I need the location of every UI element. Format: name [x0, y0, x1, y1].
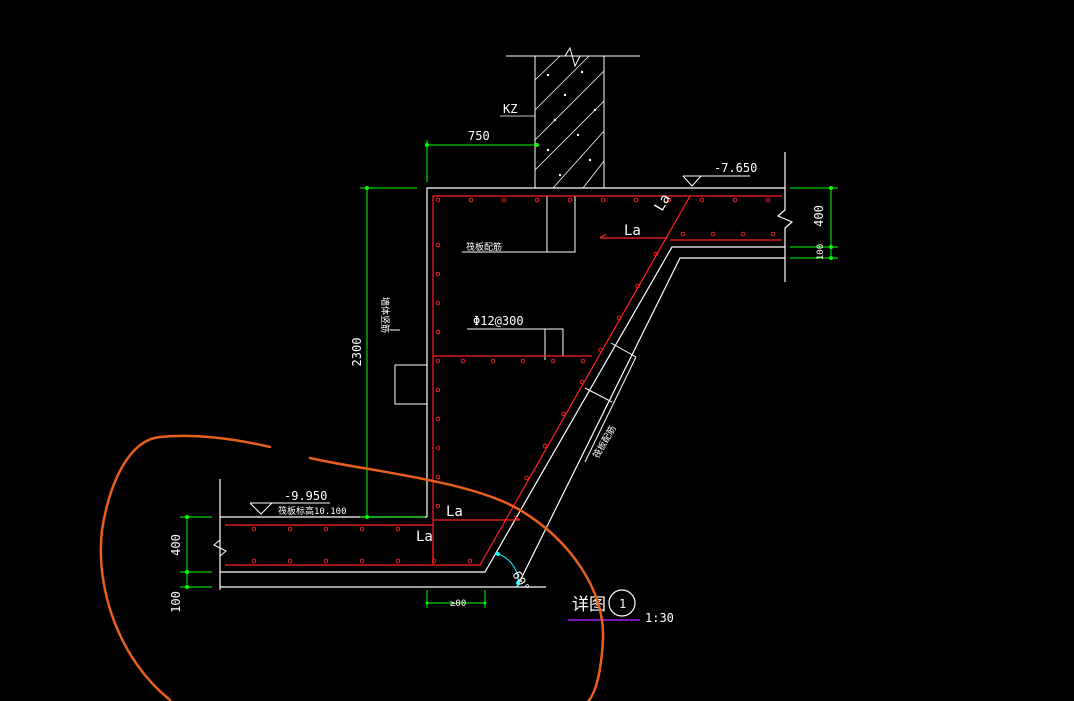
rebar-section-dot: [501, 197, 507, 203]
rebar-section-dot: [561, 411, 566, 417]
rebar-section-dot: [534, 197, 540, 203]
la-label-top: La: [624, 223, 641, 239]
rebar-section-dot: [359, 558, 365, 564]
rebar-section-dot: [435, 387, 441, 393]
hand-drawn-highlight-circle: [99, 434, 605, 701]
rebar-section-dot: [542, 443, 548, 449]
rebar-section-dot: [323, 558, 329, 564]
detail-callout[interactable]: 详图 1 1:30: [568, 589, 674, 625]
detail-circle-icon: [608, 589, 636, 617]
small-dim-label: ≥00: [450, 599, 466, 609]
rebar-section-dot: [699, 197, 705, 203]
raft-elevation-note: 筏板标高10.100: [278, 505, 347, 517]
rebar-section-dot: [435, 242, 441, 248]
rebar-section-dot: [579, 379, 585, 385]
rebar-section-dot: [550, 358, 556, 364]
rebar-spec-label: Φ12@300: [473, 314, 524, 328]
dim-750-label: 750: [468, 129, 490, 143]
rebar-section-dot: [251, 558, 257, 564]
rebar-section-dot: [251, 526, 257, 532]
rebar-section-dot: [490, 358, 496, 364]
rebar-section-dot: [323, 526, 329, 532]
rebar-lines: [225, 195, 782, 566]
raft-rebar-label: 筏板配筋: [466, 241, 502, 253]
rebar-section-dot: [524, 475, 529, 481]
column-label: KZ: [503, 102, 517, 116]
rebar-section-dot: [710, 231, 716, 237]
dim-100-right-label: 100: [816, 244, 826, 260]
rebar-section-dot: [435, 445, 441, 451]
rebar-section-dot: [287, 526, 293, 532]
rebar-section-dot: [616, 315, 622, 321]
elevation-top-label: -7.650: [714, 161, 757, 175]
rebar-section-dot: [653, 251, 659, 257]
rebar-section-dot: [580, 358, 586, 364]
rebar-section-dot: [633, 197, 639, 203]
angle-label: 60°: [509, 569, 532, 595]
rebar-section-dot: [740, 231, 746, 237]
rebar-section-dot: [435, 271, 441, 277]
dimensions: [180, 140, 838, 608]
rebar-section-dot: [600, 197, 606, 203]
rebar-section-dot: [680, 231, 686, 237]
scale-label: 1:30: [645, 611, 674, 625]
dim-400-right-label: 400: [812, 205, 826, 227]
rebar-section-dot: [598, 347, 603, 353]
la-label-bottom-right: La: [446, 504, 463, 520]
rebar-section-dot: [460, 358, 466, 364]
dim-ticks: [185, 143, 833, 605]
column-kz: [506, 46, 640, 189]
rebar-section-dot: [770, 231, 776, 237]
rebar-dots: [251, 197, 776, 564]
rebar-section-dot: [435, 503, 441, 509]
la-label-bottom: La: [416, 529, 433, 545]
detail-number: 1: [619, 597, 626, 611]
rebar-section-dot: [635, 283, 640, 289]
rebar-section-dot: [468, 197, 474, 203]
rebar-section-dot: [435, 300, 441, 306]
dim-400-left-label: 400: [169, 534, 183, 556]
rebar-section-dot: [287, 558, 293, 564]
rebar-section-dot: [567, 197, 573, 203]
rebar-section-dot: [435, 197, 441, 203]
rebar-section-dot: [435, 474, 441, 480]
dim-2300-label: 2300: [350, 338, 364, 367]
rebar-section-dot: [467, 558, 473, 564]
dim-100-left-label: 100: [169, 591, 183, 613]
la-label-slant: La: [652, 191, 674, 214]
rebar-section-dot: [732, 197, 738, 203]
rebar-section-dot: [395, 526, 401, 532]
rebar-section-dot: [666, 197, 672, 203]
rebar-section-dot: [431, 558, 437, 564]
concrete-outline: [219, 152, 794, 590]
leaders: [390, 196, 576, 405]
slope-rebar-box: [584, 342, 637, 463]
rebar-section-dot: [359, 526, 365, 532]
rebar-section-dot: [435, 416, 441, 422]
wall-rebar-label: 墙体竖筋: [379, 297, 391, 333]
rebar-section-dot: [435, 358, 441, 364]
rebar-section-dot: [520, 358, 526, 364]
rebar-section-dot: [395, 558, 401, 564]
rebar-section-dot: [435, 329, 441, 335]
elevation-mark-top: [682, 175, 750, 187]
rebar-section-dot: [765, 197, 771, 203]
elevation-mark-bottom: [249, 502, 330, 515]
elevation-bottom-label: -9.950: [284, 489, 327, 503]
